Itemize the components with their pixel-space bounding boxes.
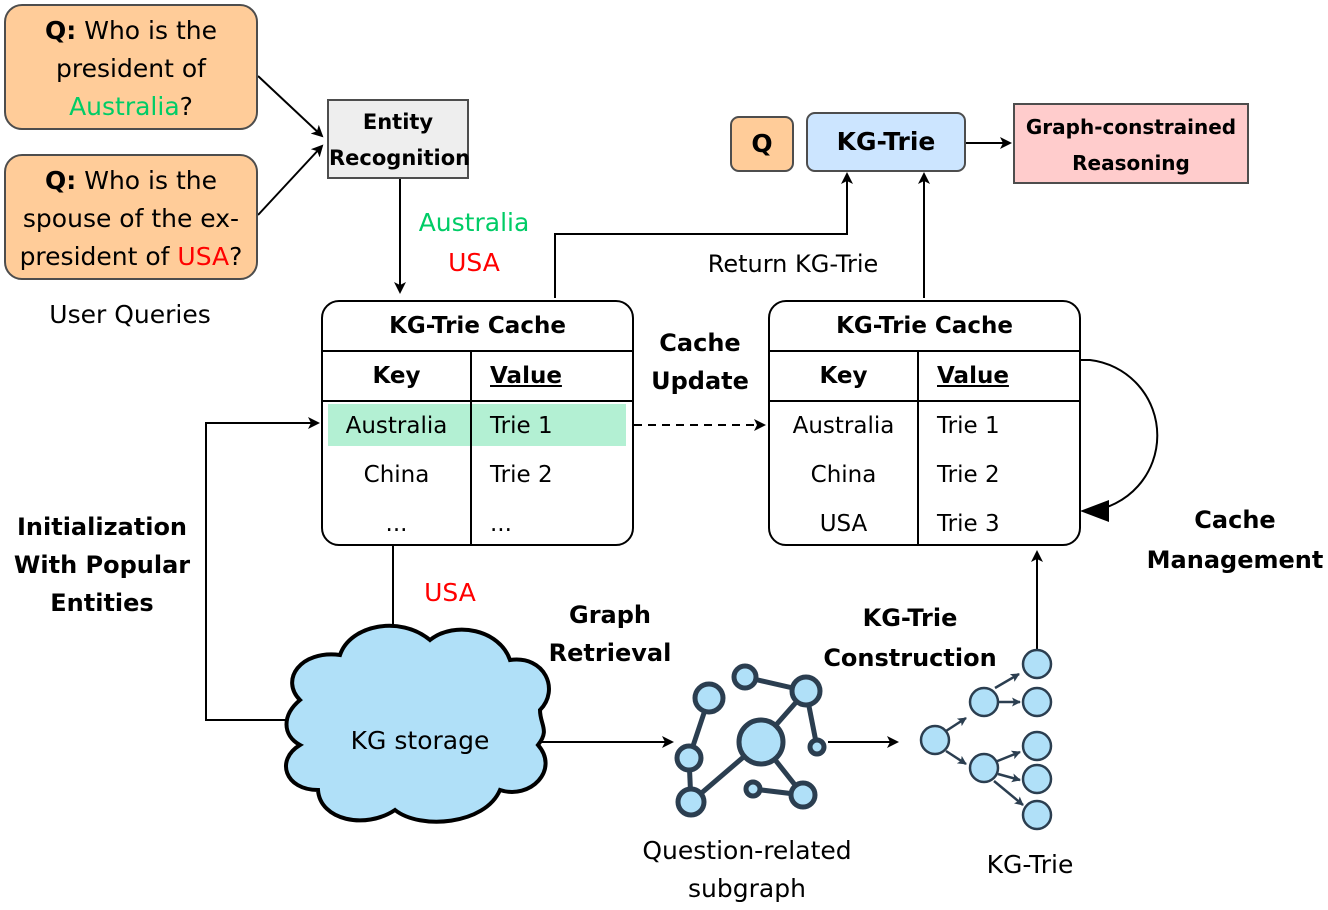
graph-constrained-reasoning-box: Graph-constrained Reasoning [1013, 103, 1249, 184]
query-1-suffix: ? [179, 92, 193, 121]
arrow-cache-management [1080, 359, 1159, 512]
query-1-line2: president of [56, 54, 206, 83]
cache-update-line2: Update [651, 367, 749, 395]
recognized-entity-australia: Australia [418, 208, 530, 237]
initialization-label: Initialization With Popular Entities [2, 508, 202, 622]
cache-management-line2: Management [1146, 546, 1324, 574]
miss-entity-usa: USA [424, 578, 476, 607]
cache-left-value-header: Value [490, 363, 562, 389]
cache-left-value: Trie 1 [490, 413, 553, 439]
question-token-box: Q [730, 116, 794, 172]
cache-management-line1: Cache [1194, 506, 1276, 534]
subgraph-line1: Question-related [642, 836, 852, 865]
graph-retrieval-line1: Graph [569, 601, 651, 629]
cache-right-value-header: Value [937, 363, 1009, 389]
cache-right-key-header: Key [770, 352, 919, 400]
user-queries-label: User Queries [49, 300, 211, 329]
kg-storage-label: KG storage [350, 726, 490, 755]
cache-left-value: Trie 2 [490, 462, 553, 488]
entity-recognition-box: Entity Recognition [327, 99, 471, 179]
query-1-line1: Who is the [84, 16, 217, 45]
query-1-prefix: Q: [45, 16, 77, 45]
kgtrie-cache-right: KG-Trie Cache Key Value Australia China … [768, 300, 1081, 546]
cache-right-value: Trie 3 [937, 511, 1000, 537]
init-line1: Initialization [16, 513, 188, 541]
arrow-return-kgtrie [554, 172, 853, 298]
cache-right-title: KG-Trie Cache [770, 302, 1079, 352]
cache-right-key: USA [819, 511, 868, 537]
graph-retrieval-line2: Retrieval [548, 639, 672, 667]
kgtrie-construction-line2: Construction [823, 644, 997, 672]
query-2-entity: USA [177, 242, 230, 271]
cache-right-key: Australia [792, 413, 895, 439]
query-box-2: Q: Who is the spouse of the ex- presiden… [4, 154, 258, 280]
kg-trie-box: KG-Trie [806, 112, 966, 172]
recognized-entity-usa: USA [448, 248, 500, 277]
subgraph-line2: subgraph [688, 874, 806, 903]
query-2-line3-prefix: president of [19, 242, 178, 271]
return-kgtrie-label: Return KG-Trie [707, 250, 879, 278]
kgtrie-cache-left: KG-Trie Cache Key Value Australia China … [321, 300, 634, 546]
kgtrie-construction-label: KG-Trie Construction [815, 598, 1005, 678]
cache-left-key-header: Key [323, 352, 472, 400]
cache-left-value: ... [490, 511, 512, 537]
init-line3: Entities [50, 589, 154, 617]
cache-right-value: Trie 1 [937, 413, 1000, 439]
question-related-subgraph [674, 663, 827, 818]
arrow-q1-to-er [257, 75, 324, 138]
arrow-initialization [205, 417, 320, 721]
arrow-q2-to-er [257, 144, 324, 216]
cache-right-key: China [810, 462, 877, 488]
init-line2: With Popular [13, 551, 191, 579]
query-2-line1: Who is the [84, 166, 217, 195]
cache-left-key: China [363, 462, 430, 488]
query-1-entity: Australia [69, 92, 180, 121]
query-2-prefix: Q: [45, 166, 77, 195]
cache-left-key: Australia [345, 413, 448, 439]
kgtrie-construction-line1: KG-Trie [862, 604, 958, 632]
kg-trie-tree [919, 648, 1053, 831]
query-box-1: Q: Who is the president of Australia? [4, 4, 258, 130]
cache-right-value: Trie 2 [937, 462, 1000, 488]
er-line2: Recognition [329, 146, 471, 170]
cache-management-arrowhead [1080, 500, 1109, 522]
graph-retrieval-label: Graph Retrieval [545, 596, 675, 672]
cache-update-label: Cache Update [640, 324, 760, 400]
er-line1: Entity [362, 110, 434, 134]
kgtrie-bottom-label: KG-Trie [986, 850, 1074, 879]
cache-management-label: Cache Management [1140, 500, 1328, 580]
cache-left-key: ... [385, 511, 408, 537]
cache-left-highlight [328, 404, 626, 446]
kg-storage-cloud [284, 623, 551, 824]
cache-update-line1: Cache [659, 329, 741, 357]
query-2-suffix: ? [229, 242, 243, 271]
cache-left-title: KG-Trie Cache [323, 302, 632, 352]
gcr-line1: Graph-constrained [1025, 115, 1237, 139]
query-2-line2: spouse of the ex- [22, 204, 240, 233]
gcr-line2: Reasoning [1072, 151, 1190, 175]
subgraph-label: Question-related subgraph [617, 832, 877, 908]
